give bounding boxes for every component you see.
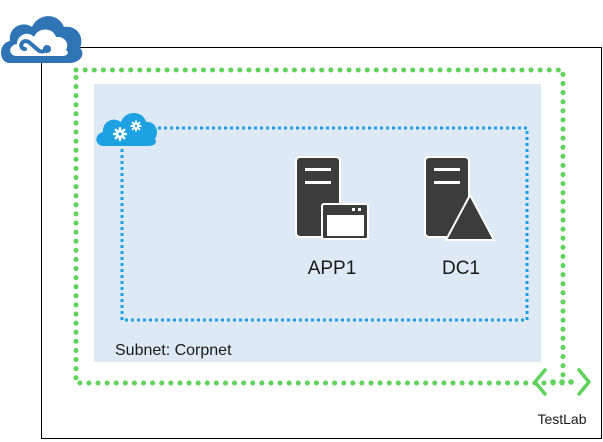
server-with-triangle-icon — [424, 156, 495, 241]
vnet-boundary — [73, 67, 566, 386]
server-with-window-icon — [295, 156, 369, 240]
cloud-gears-icon — [96, 113, 157, 146]
subnet-boundary — [120, 126, 529, 322]
virtual-network-icon — [533, 368, 591, 396]
azure-cloud-icon — [1, 16, 83, 63]
node-label-dc1: DC1 — [442, 258, 480, 279]
node-label-app1: APP1 — [308, 258, 357, 279]
vnet-label: TestLab — [537, 411, 586, 427]
subnet-label: Subnet: Corpnet — [115, 342, 232, 359]
